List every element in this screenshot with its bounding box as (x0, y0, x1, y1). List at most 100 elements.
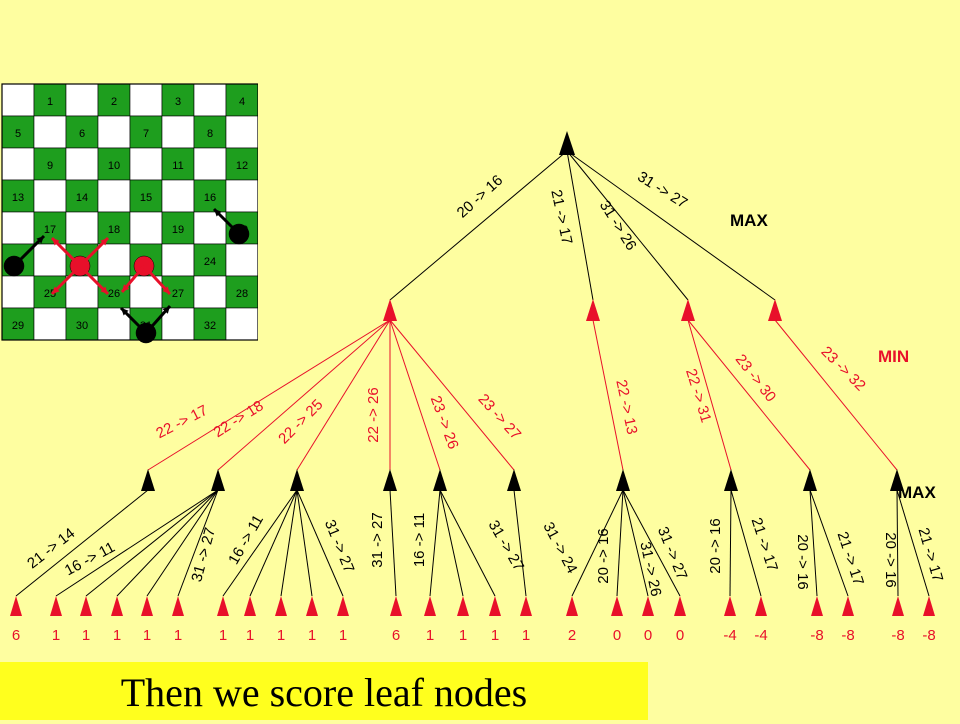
leaf-edge (896, 489, 930, 597)
leaf-score: 2 (568, 627, 576, 644)
min-node (768, 299, 782, 321)
leaf-edge (809, 489, 849, 597)
leaf-node (566, 596, 578, 616)
root-edge (566, 150, 689, 301)
board-square (225, 275, 258, 309)
board-square (33, 83, 67, 117)
square-number: 10 (108, 160, 120, 172)
square-number: 9 (47, 160, 53, 172)
board-square (97, 115, 131, 149)
leaf-node (923, 596, 935, 616)
max-node (211, 469, 225, 491)
root-move-label: 20 -> 16 (454, 172, 507, 222)
square-number: 30 (76, 320, 88, 332)
leaf-score: 1 (174, 627, 182, 644)
leaf-move-label: 21 -> 17 (915, 526, 947, 584)
leaf-score: 1 (426, 627, 434, 644)
leaf-score: 1 (308, 627, 316, 644)
leaf-edge (222, 489, 298, 597)
square-number: 8 (207, 128, 213, 140)
board-square (97, 147, 131, 181)
leaf-score: -4 (754, 627, 767, 644)
min-edge (296, 319, 391, 471)
leaf-score: 1 (82, 627, 90, 644)
leaf-score: 1 (459, 627, 467, 644)
leaf-edge (896, 489, 899, 597)
square-number: 19 (172, 224, 184, 236)
level-label-max-bottom: MAX (898, 483, 936, 502)
leaf-score: 1 (277, 627, 285, 644)
leaf-node (457, 596, 469, 616)
max-node (433, 469, 447, 491)
leaf-edge (809, 489, 818, 597)
leaf-score: -8 (922, 627, 935, 644)
board-square (161, 211, 195, 245)
leaf-move-label: 20 -> 16 (882, 532, 899, 587)
leaf-edge (429, 489, 441, 597)
leaf-move-label: 20 -> 16 (707, 518, 724, 573)
leaf-node (424, 596, 436, 616)
leaf-score: 1 (52, 627, 60, 644)
level-label-min: MIN (878, 347, 909, 366)
max-node (290, 469, 304, 491)
square-number: 26 (108, 288, 120, 300)
leaf-node (611, 596, 623, 616)
square-number: 32 (204, 320, 216, 332)
leaf-edge (730, 489, 762, 597)
board-square (193, 243, 227, 277)
leaf-move-label: 20 -> 16 (595, 528, 612, 583)
min-move-label: 23 -> 26 (427, 393, 462, 451)
max-node (507, 469, 521, 491)
square-number: 29 (12, 320, 24, 332)
square-number: 18 (108, 224, 120, 236)
leaf-score: -4 (723, 627, 736, 644)
min-node (586, 299, 600, 321)
leaf-node (50, 596, 62, 616)
square-number: 12 (236, 160, 248, 172)
square-number: 4 (239, 96, 245, 108)
leaf-move-label: 31 -> 24 (539, 519, 580, 576)
leaf-move-label: 20 -> 16 (794, 534, 811, 589)
square-number: 16 (204, 192, 216, 204)
min-move-label: 22 -> 13 (612, 378, 640, 436)
leaf-node (674, 596, 686, 616)
caption-banner: Then we score leaf nodes (0, 662, 648, 720)
square-number: 2 (111, 96, 117, 108)
min-node (383, 299, 397, 321)
board-square (65, 147, 99, 181)
leaf-score: 1 (522, 627, 530, 644)
board-square (33, 243, 67, 277)
leaf-node (306, 596, 318, 616)
square-number: 7 (143, 128, 149, 140)
max-node (803, 469, 817, 491)
min-edge (217, 319, 391, 471)
leaf-node (337, 596, 349, 616)
min-edge (687, 319, 811, 471)
leaf-edge (622, 489, 681, 597)
board-square (161, 243, 195, 277)
min-edge (147, 319, 391, 471)
leaf-move-label: 16 -> 11 (411, 513, 428, 567)
leaf-move-label: 16 -> 11 (225, 512, 267, 568)
max-node (616, 469, 630, 491)
square-number: 28 (236, 288, 248, 300)
leaf-node (244, 596, 256, 616)
leaf-node (141, 596, 153, 616)
board-square (97, 243, 131, 277)
leaf-edge (622, 489, 649, 597)
board-square (33, 275, 67, 309)
root-move-label: 31 -> 26 (596, 198, 640, 254)
board-square (129, 115, 163, 149)
board-square (1, 83, 35, 117)
leaf-edge (249, 489, 298, 597)
leaf-edge (439, 489, 464, 597)
leaf-score: 6 (392, 627, 400, 644)
board-square (65, 115, 99, 149)
leaf-node (390, 596, 402, 616)
board-square (1, 211, 35, 245)
leaf-node (811, 596, 823, 616)
leaf-edge (571, 489, 624, 597)
leaf-edge (296, 489, 344, 597)
root-max-node (559, 131, 575, 155)
